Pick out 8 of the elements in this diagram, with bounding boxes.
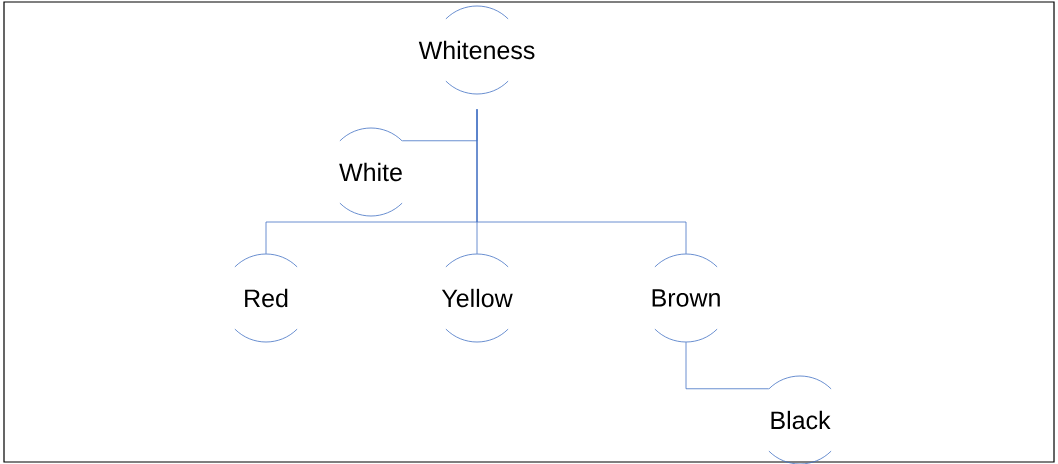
circle-node: Yellow — [441, 253, 513, 343]
circle-node: Red — [234, 253, 298, 343]
connector-line — [476, 108, 687, 255]
circle-node: White — [339, 127, 403, 217]
circle-node: Brown — [652, 253, 720, 343]
circle-node: Black — [768, 375, 832, 464]
connector-line — [685, 341, 770, 390]
circle-node: Whiteness — [418, 5, 535, 95]
